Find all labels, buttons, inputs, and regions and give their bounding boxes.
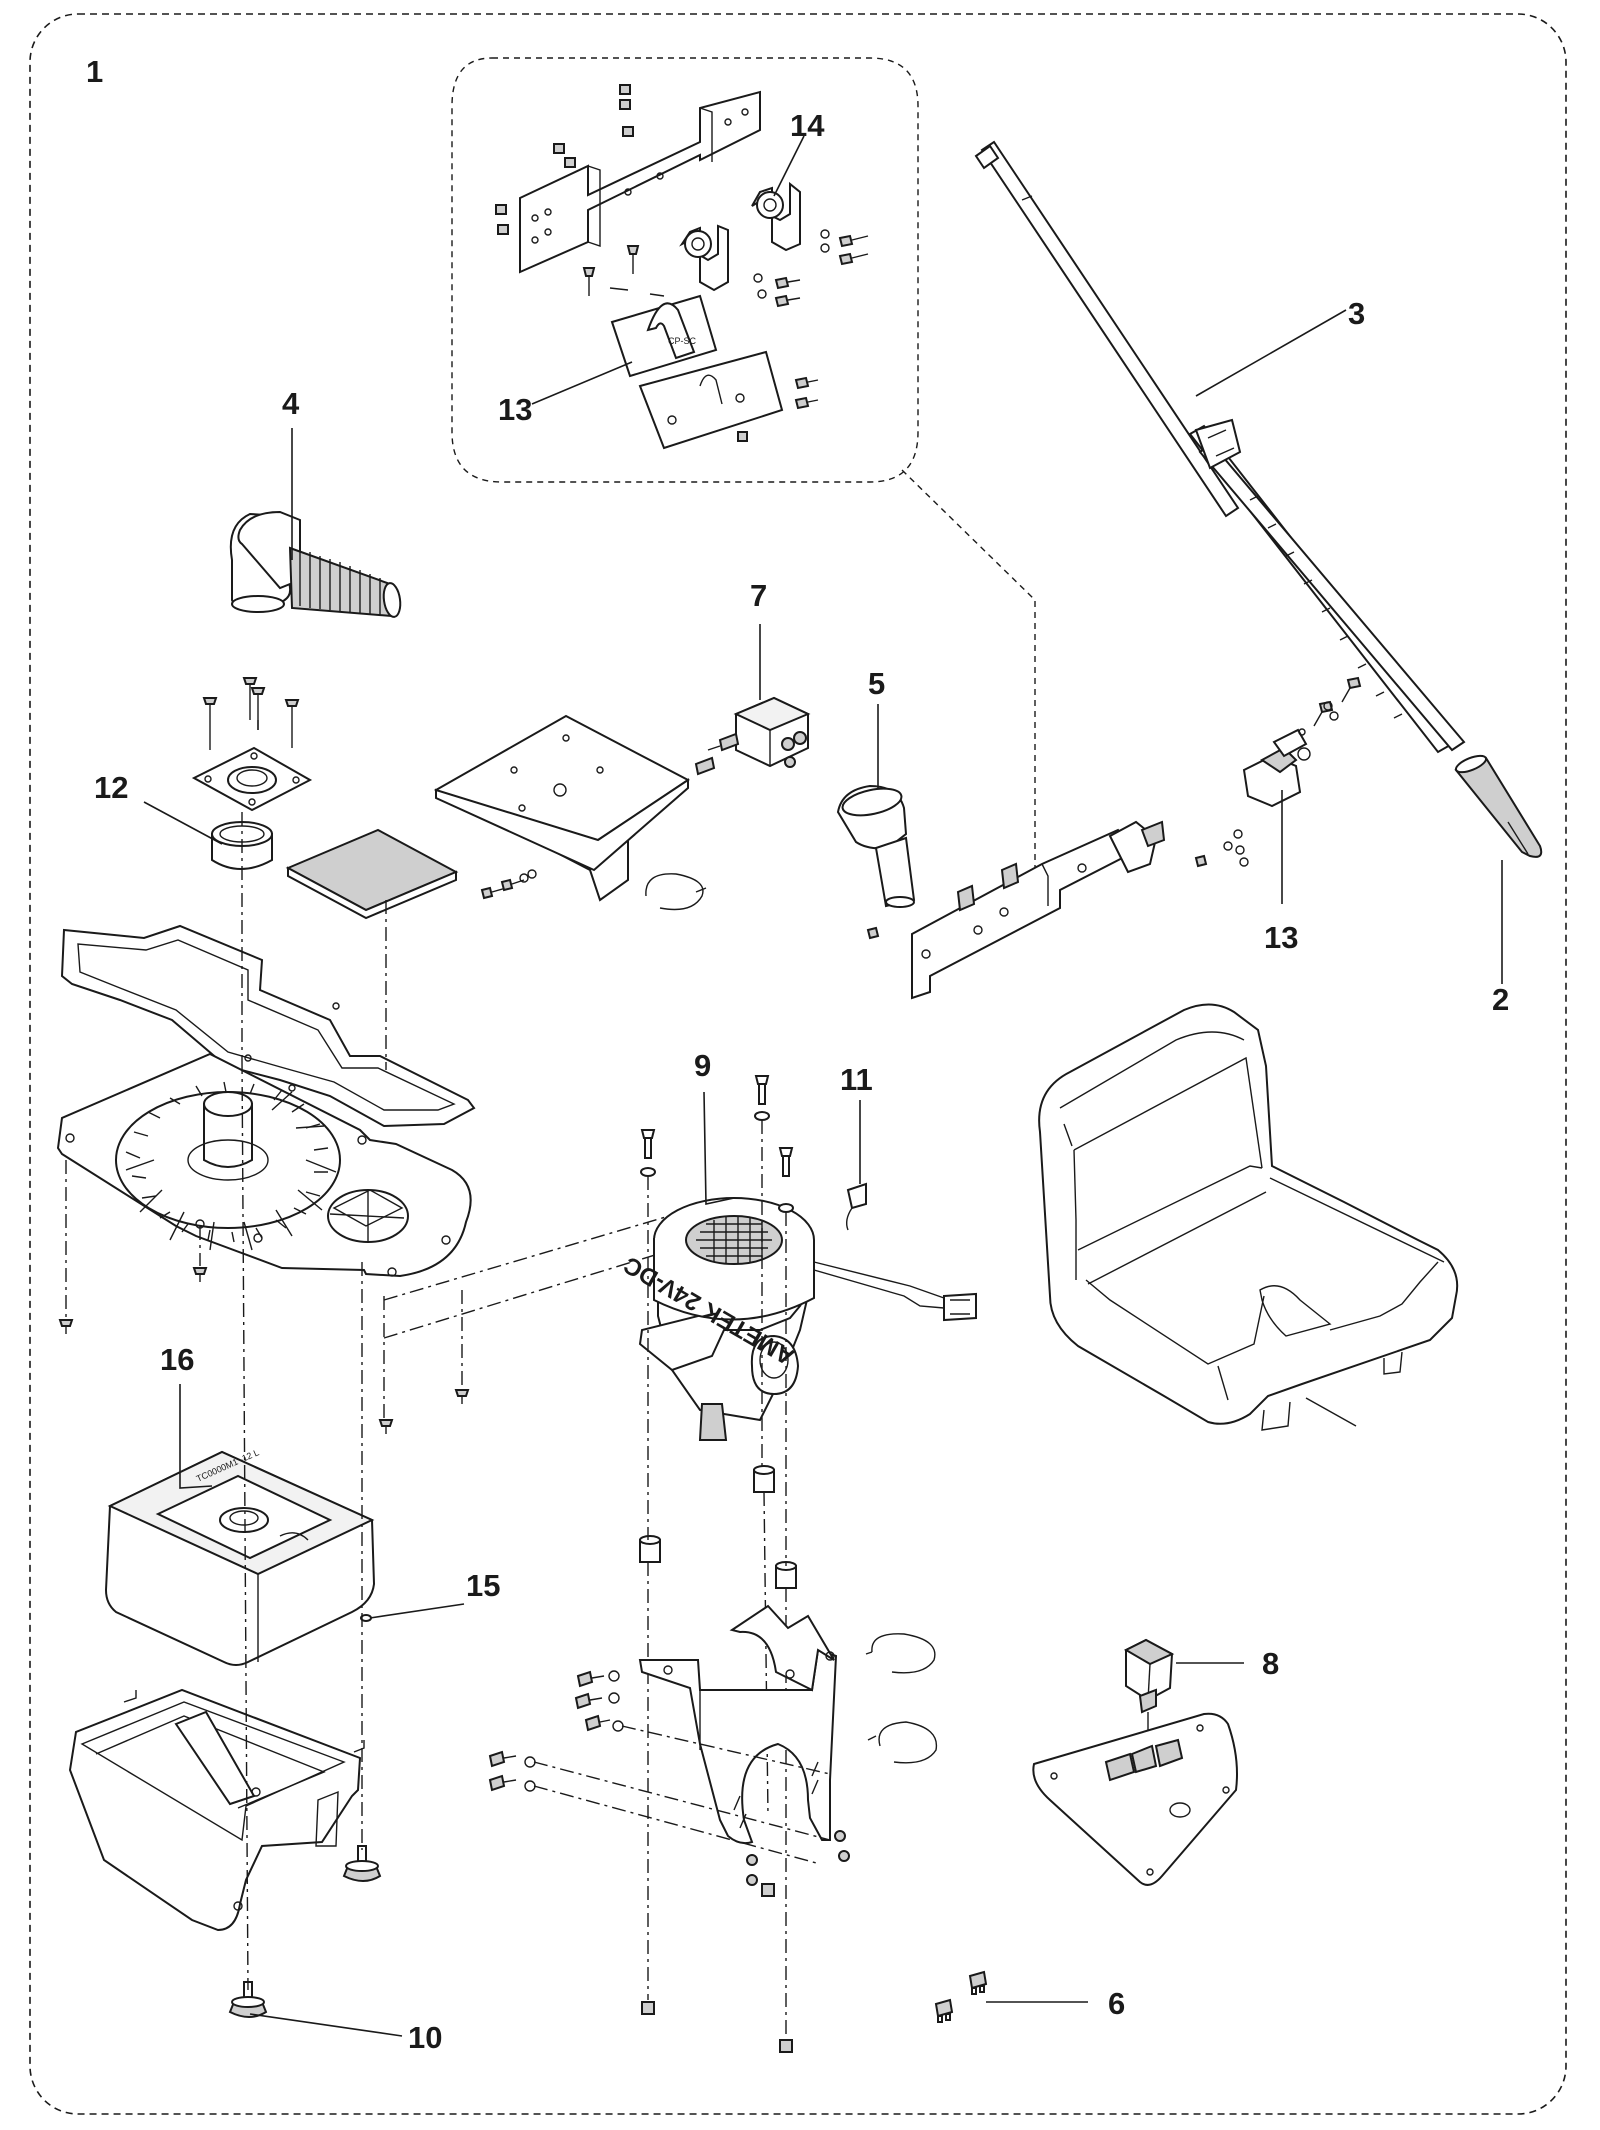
item-label-14: 14 <box>790 108 825 143</box>
inset-mounting-bracket <box>519 90 761 274</box>
item-label-6: 6 <box>1108 1986 1125 2021</box>
part-3-extension-wand <box>974 140 1466 754</box>
retaining-rings <box>865 1633 938 1764</box>
part-16-housing-top: TC0000M1 -12 L <box>104 1447 376 1666</box>
detail-inset-boundary <box>451 57 919 483</box>
part-9-blower: AMETEK 24V-DC <box>619 1197 977 1441</box>
inset-leader-line <box>901 469 1036 880</box>
item-label-11: 11 <box>840 1062 873 1097</box>
part-2-crevice-tool <box>1454 754 1543 858</box>
part-8-rocker-switch <box>1123 1638 1175 1730</box>
mount-plate-hardware <box>480 869 707 911</box>
part-11-clip <box>845 1182 867 1231</box>
item-label-12: 12 <box>94 770 128 805</box>
bracket-bolts <box>488 1670 850 2053</box>
item-label-5: 5 <box>868 666 885 701</box>
lid-gasket <box>60 924 476 1128</box>
leader-lines <box>143 135 1503 2037</box>
item-label-13-inset: 13 <box>498 392 532 427</box>
flange-screws <box>202 677 300 750</box>
filter-housing-tray <box>68 1688 365 1932</box>
plate-screws <box>58 1267 470 1434</box>
part-10-knobs <box>228 1845 382 2018</box>
item-label-1: 1 <box>86 54 103 89</box>
assembly-boundary <box>29 13 1567 2115</box>
part-7-valve <box>694 696 811 776</box>
part-5-adapter <box>836 784 916 940</box>
operator-seat <box>1038 1003 1459 1431</box>
part-4-hose-elbow <box>229 510 402 618</box>
item-label-4: 4 <box>282 386 300 421</box>
item-label-16: 16 <box>160 1342 194 1377</box>
motor-mount-bracket <box>638 1604 838 1845</box>
svg-text:CP-SC: CP-SC <box>668 336 697 346</box>
filter-pad <box>285 828 459 920</box>
inset-holder-bracket-13: CP-SC <box>610 294 784 450</box>
switch-panel <box>1032 1712 1238 1886</box>
item-label-9: 9 <box>694 1048 711 1083</box>
item-label-7: 7 <box>750 578 767 613</box>
mount-plate <box>433 714 690 902</box>
motor-cover-plate <box>56 1052 472 1278</box>
inset-hardware <box>495 84 869 442</box>
tool-rail-bracket <box>911 820 1166 1000</box>
item-label-3: 3 <box>1348 296 1365 331</box>
item-label-10: 10 <box>408 2020 442 2055</box>
item-label-2: 2 <box>1492 982 1509 1017</box>
motor-bolts-spacers <box>639 1075 797 2036</box>
inset-tool-holder-14 <box>679 181 801 292</box>
part-13-holder <box>1194 676 1362 868</box>
part-6-fuses <box>934 1970 988 2023</box>
item-label-15: 15 <box>466 1568 500 1603</box>
item-label-13: 13 <box>1264 920 1298 955</box>
item-labels: 1 14 3 13 4 7 5 12 13 2 9 11 16 15 8 6 1… <box>86 54 1509 2055</box>
hose-flange-plate <box>191 746 313 812</box>
item-label-8: 8 <box>1262 1646 1279 1681</box>
